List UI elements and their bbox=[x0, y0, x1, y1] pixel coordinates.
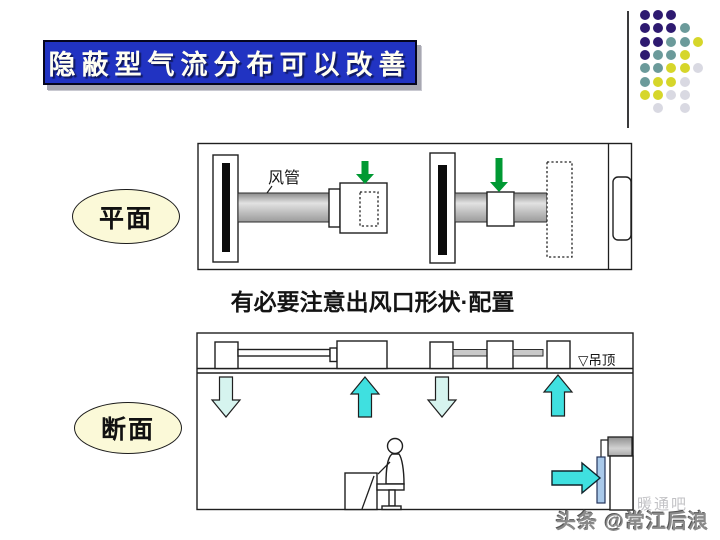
decorative-dot bbox=[640, 23, 650, 34]
up-arrow-1 bbox=[349, 376, 381, 418]
plan-view-diagram: 风管 bbox=[197, 142, 633, 271]
watermark-main: 头条 @常江后浪 bbox=[556, 511, 710, 533]
section-label-ellipse: 断面 bbox=[74, 402, 182, 454]
decorative-dot bbox=[666, 89, 677, 100]
decorative-dot bbox=[640, 49, 650, 60]
decorative-dot bbox=[640, 36, 650, 47]
chair-stem bbox=[388, 489, 396, 507]
plan-right-column-unit bbox=[612, 176, 632, 241]
decorative-dot bbox=[666, 63, 677, 74]
decorative-dot bbox=[640, 63, 650, 74]
decorative-dot bbox=[640, 89, 650, 100]
chair-seat bbox=[376, 483, 405, 491]
caption-main: 有必要注意出风口形状 bbox=[230, 289, 461, 315]
decorative-dot bbox=[653, 36, 664, 47]
section-view-diagram: ▽吊顶 bbox=[196, 332, 634, 511]
duct-label: 风管 bbox=[268, 169, 300, 187]
ceiling-label: ▽吊顶 bbox=[578, 353, 615, 368]
desk bbox=[344, 472, 378, 511]
decorative-dot bbox=[666, 23, 677, 34]
section-unitB-midbox bbox=[486, 340, 514, 370]
decorative-vertical-line bbox=[627, 11, 629, 128]
plan-label: 平面 bbox=[98, 204, 153, 233]
decorative-dot bbox=[666, 10, 677, 20]
section-unitB-duct-right bbox=[512, 349, 544, 357]
person-leg bbox=[361, 475, 375, 510]
decorative-dot bbox=[679, 103, 690, 114]
section-unitB-endbox bbox=[546, 340, 571, 370]
decorative-dot bbox=[679, 89, 690, 100]
section-unitA-fanbox bbox=[336, 340, 388, 370]
section-unitA-collar bbox=[329, 347, 338, 363]
caption: 有必要注意出风口形状·配置 bbox=[200, 283, 545, 317]
decorative-dot bbox=[653, 49, 664, 60]
decorative-dot bbox=[666, 36, 677, 47]
caption-emphasis: ·配置 bbox=[460, 289, 515, 315]
plan-unit1-duct-collar bbox=[328, 188, 341, 228]
chair-base bbox=[381, 505, 402, 511]
plan-unit1-outlet-dashed bbox=[359, 191, 379, 227]
decorative-dot bbox=[692, 36, 703, 47]
slide-title: 隐蔽型气流分布可以改善 bbox=[48, 50, 412, 80]
green-down-arrow-2 bbox=[490, 158, 508, 192]
decorative-dot bbox=[653, 23, 664, 34]
down-arrow-1 bbox=[210, 376, 242, 418]
decorative-dot bbox=[653, 10, 664, 20]
section-unitB-duct-left bbox=[452, 349, 488, 357]
section-label: 断面 bbox=[100, 416, 155, 444]
decorative-dot bbox=[679, 76, 690, 87]
down-arrow-2 bbox=[426, 376, 458, 418]
section-unitA-outlet bbox=[214, 341, 239, 370]
duct-label-leader bbox=[266, 185, 273, 194]
watermark-ghost: 暖通吧 bbox=[637, 496, 689, 513]
decorative-dot bbox=[640, 10, 650, 20]
person-head bbox=[386, 437, 404, 455]
plan-unit1-riser-slot bbox=[222, 163, 230, 252]
decorative-dot bbox=[653, 63, 664, 74]
plan-unit2-outlet-dashed bbox=[546, 161, 573, 258]
decorative-dot bbox=[666, 76, 677, 87]
plan-label-ellipse: 平面 bbox=[72, 189, 180, 244]
decorative-dot bbox=[679, 23, 690, 34]
plan-unit2-duct-left bbox=[454, 192, 489, 223]
dot-grid bbox=[640, 10, 715, 125]
cabinet-top bbox=[607, 436, 633, 457]
decorative-dot bbox=[666, 49, 677, 60]
decorative-dot bbox=[653, 89, 664, 100]
plan-unit2-mid-box bbox=[486, 191, 515, 227]
decorative-dot bbox=[692, 63, 703, 74]
decorative-dot bbox=[679, 49, 690, 60]
person-body bbox=[385, 453, 405, 485]
person-arm bbox=[377, 461, 391, 475]
panel-bracket bbox=[600, 439, 608, 457]
plan-unit1-duct bbox=[237, 192, 331, 223]
decorative-dot bbox=[679, 63, 690, 74]
plan-unit2-riser-slot bbox=[438, 165, 447, 255]
cabinet-body bbox=[609, 455, 634, 511]
title-banner: 隐蔽型气流分布可以改善 bbox=[43, 40, 417, 85]
decorative-dot bbox=[640, 76, 650, 87]
up-arrow-2 bbox=[542, 374, 574, 417]
plan-unit2-duct-right bbox=[513, 192, 548, 223]
right-arrow bbox=[551, 461, 602, 495]
section-unitB-outlet bbox=[429, 341, 454, 370]
decorative-dot bbox=[679, 36, 690, 47]
green-down-arrow-1 bbox=[356, 161, 374, 184]
decorative-dot bbox=[653, 76, 664, 87]
decorative-dot bbox=[653, 103, 664, 114]
section-unitA-duct bbox=[237, 348, 331, 357]
